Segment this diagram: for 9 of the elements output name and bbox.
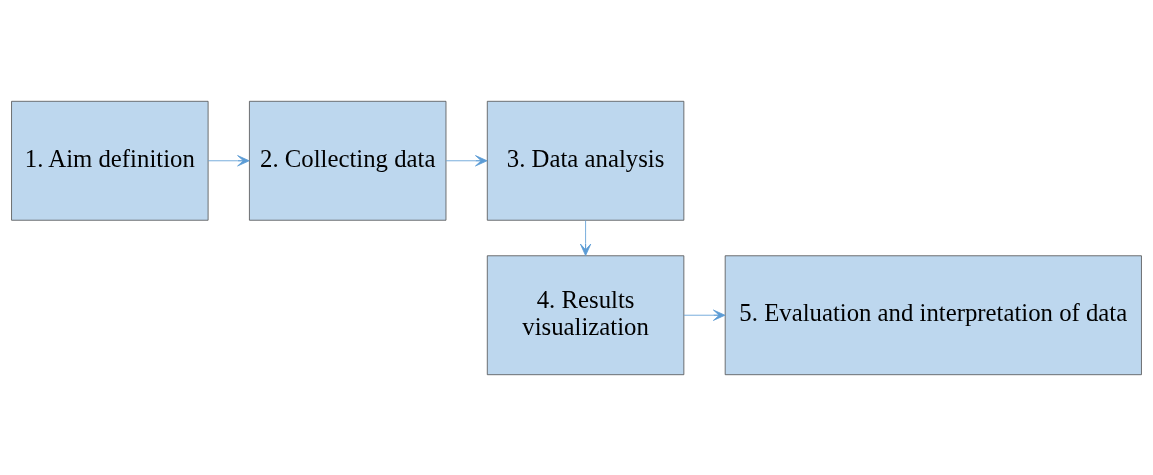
node-box: 4. Results visualization xyxy=(486,254,685,375)
node-box: 1. Aim definition xyxy=(11,100,209,221)
node-box: 3. Data analysis xyxy=(486,100,685,221)
node-box: 5. Evaluation and interpretation of data xyxy=(724,254,1142,375)
arrow xyxy=(683,309,726,321)
arrow xyxy=(207,154,250,166)
arrow xyxy=(445,154,488,166)
arrow xyxy=(579,219,592,256)
node-box: 2. Collecting data xyxy=(249,100,447,221)
